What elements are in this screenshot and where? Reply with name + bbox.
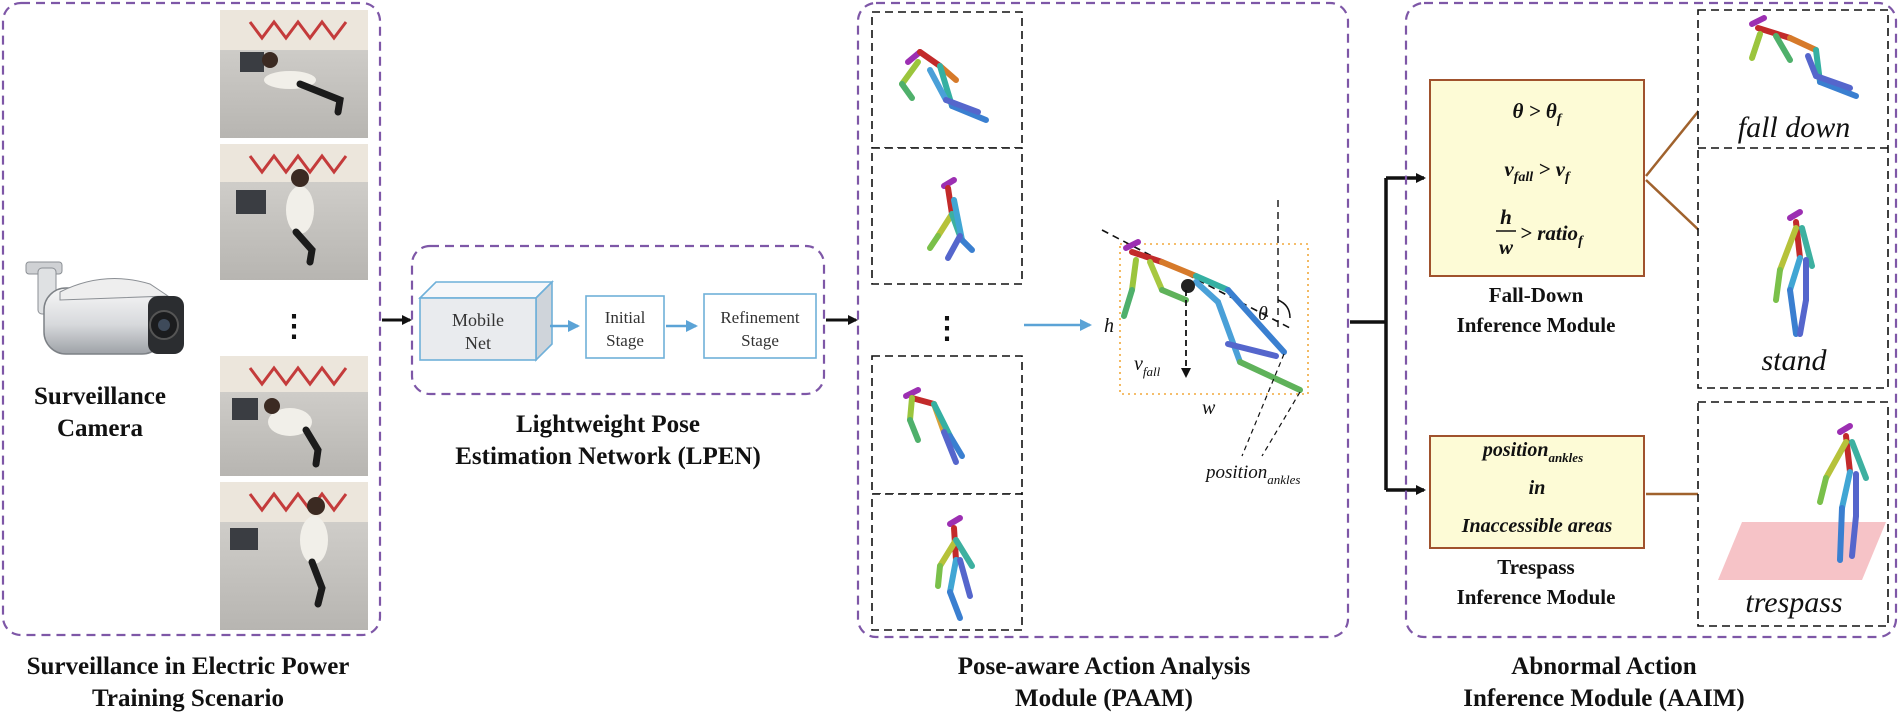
trespass-rule-line1: positionankles: [1481, 439, 1583, 465]
paam-caption-line2: Module (PAAM): [1015, 685, 1193, 712]
svg-text:h: h: [1500, 205, 1512, 229]
pose-skeleton-icon: [935, 515, 975, 621]
result-trespass: trespass: [1745, 586, 1842, 619]
trespass-rule-line3: Inaccessible areas: [1461, 515, 1613, 537]
video-frame-1: [220, 10, 368, 138]
camera-label-line1: Surveillance: [34, 383, 166, 410]
lpen-module: Mobile Net Initial Stage Refinement Stag…: [410, 244, 826, 470]
pose-skeleton-icon: [903, 387, 965, 465]
trespass-rule-line2: in: [1529, 477, 1546, 499]
symbol-h: h: [1104, 315, 1114, 337]
pose-skeleton-icon: [1773, 209, 1815, 337]
rule-ratio: h w > ratiof: [1496, 205, 1584, 259]
video-frame-2: [220, 144, 368, 280]
aaim-module: θ > θf vfall > vf h w > ratiof Fall-Down…: [1404, 1, 1898, 712]
refinement-stage-block: Refinement Stage: [703, 293, 817, 359]
initial-stage-line2: Stage: [606, 331, 644, 350]
aaim-caption-line1: Abnormal Action: [1511, 653, 1697, 680]
initial-stage-line1: Initial: [605, 308, 646, 327]
paam-module: ⋮: [856, 1, 1350, 712]
skeleton-frame-4: [871, 493, 1023, 631]
pose-analysis-figure: h θ w vfall positionankles: [1101, 200, 1309, 487]
rule-velocity: vfall > vf: [1504, 157, 1571, 185]
aaim-caption-line2: Inference Module (AAIM): [1463, 685, 1744, 712]
svg-text:w: w: [1499, 235, 1514, 259]
symbol-w: w: [1202, 397, 1216, 419]
trespass-rule-box: positionankles in Inaccessible areas: [1429, 435, 1645, 549]
lpen-caption-line2: Estimation Network (LPEN): [455, 443, 761, 470]
ankle-leader-line-2: [1261, 391, 1301, 457]
pose-bounding-box: [1119, 243, 1309, 395]
rule-theta: θ > θf: [1513, 99, 1563, 127]
center-of-mass-dot: [1181, 279, 1195, 293]
ankle-leader-line-1: [1241, 353, 1285, 457]
branch-connector: [1350, 173, 1426, 495]
pose-skeleton-icon: [927, 177, 975, 261]
symbol-v-fall: vfall: [1134, 353, 1161, 379]
surveillance-caption-line2: Training Scenario: [92, 685, 284, 712]
result-fall-down: fall down: [1738, 111, 1851, 144]
skeleton-ellipsis: ⋮: [932, 312, 962, 345]
pose-skeleton-icon: [899, 49, 989, 123]
mobilenet-label-line2: Net: [465, 333, 491, 353]
falldown-label-line2: Inference Module: [1457, 313, 1616, 337]
inaccessible-zone: [1718, 522, 1886, 580]
initial-stage-block: Initial Stage: [585, 295, 665, 359]
symbol-theta: θ: [1258, 303, 1268, 325]
refinement-stage-line2: Stage: [741, 331, 779, 350]
camera-icon: [25, 261, 184, 355]
symbol-position-ankles: positionankles: [1204, 462, 1300, 487]
falldown-rule-box: θ > θf vfall > vf h w > ratiof: [1429, 79, 1645, 277]
lpen-caption-line1: Lightweight Pose: [516, 411, 700, 438]
theta-arc: [1277, 299, 1291, 319]
video-frame-4: [220, 482, 368, 630]
camera-label-line2: Camera: [57, 415, 144, 442]
mobilenet-block: Mobile Net: [418, 280, 554, 362]
trespass-label-line1: Trespass: [1497, 555, 1574, 579]
mobilenet-label-line1: Mobile: [452, 310, 504, 330]
result-stand: stand: [1761, 344, 1827, 377]
paam-module-border: [856, 1, 1350, 639]
falldown-label-line1: Fall-Down: [1489, 283, 1584, 307]
surveillance-module: Surveillance Camera ⋮: [1, 1, 382, 712]
skeleton-frame-2: [871, 147, 1023, 285]
surveillance-caption-line1: Surveillance in Electric Power: [27, 653, 350, 680]
aaim-module-border: [1404, 1, 1898, 639]
svg-text:> ratiof: > ratiof: [1520, 221, 1584, 249]
pose-skeleton-icon: [1817, 423, 1869, 563]
surveillance-module-border: [1, 1, 382, 637]
video-frame-3: [220, 356, 368, 476]
frames-ellipsis: ⋮: [279, 310, 309, 343]
pose-skeleton-icon: [1749, 15, 1859, 99]
lpen-module-border: [410, 244, 826, 396]
refinement-stage-line1: Refinement: [720, 308, 800, 327]
trespass-label-line2: Inference Module: [1457, 585, 1616, 609]
paam-caption-line1: Pose-aware Action Analysis: [958, 653, 1251, 680]
